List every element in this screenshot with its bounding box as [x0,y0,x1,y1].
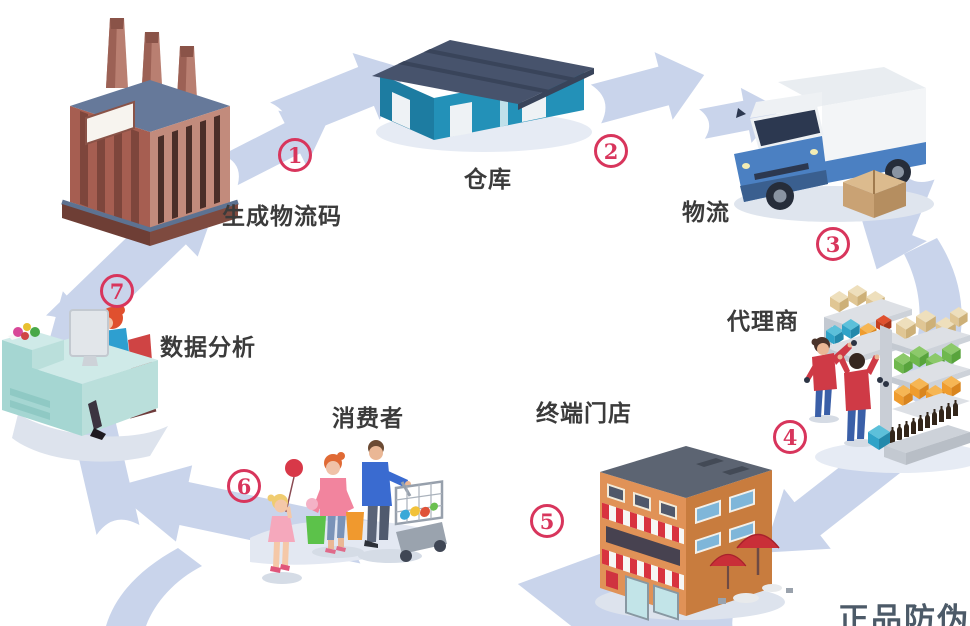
cycle-arrow-corner-band [106,548,202,626]
red-balloon [285,459,303,477]
desk-flowers [13,323,40,340]
step-badge-3: 3 [816,227,850,261]
step-label-consumer: 消费者 [332,405,404,431]
retail-shelves-icon [804,285,970,473]
step-badge-1: 1 [278,138,312,172]
step-badge-6: 6 [227,469,261,503]
step-badge-7: 7 [100,274,134,308]
orange-bag [346,512,364,540]
factory-sign [85,100,135,146]
step-label-warehouse: 仓库 [464,166,512,192]
shopper-girl [262,459,303,584]
step-badge-2: 2 [594,134,628,168]
step-number: 2 [603,138,619,164]
step-number: 4 [782,424,798,450]
storefront-icon [595,446,793,621]
step-number: 3 [825,231,841,257]
step-label-terminal-store: 终端门店 [536,400,632,426]
clerk-figure [837,353,890,450]
cycle-arrow-2-to-3a [590,52,705,124]
data-analysis-desk-icon [2,305,168,462]
green-bag [306,516,326,544]
pink-balloon [306,498,318,510]
shopping-cart-icon [394,480,447,562]
step-label-logistics: 物流 [682,199,730,225]
delivery-van-icon [734,67,934,222]
clerk-figure [804,337,857,423]
watermark-text: 正品防伪 [838,602,970,626]
step-badge-4: 4 [773,420,807,454]
step-badge-5: 5 [530,504,564,538]
step-number: 7 [109,278,125,304]
storefront-right-face [695,488,755,555]
shoppers-icon [250,440,447,584]
step-number: 6 [236,473,252,499]
cycle-arrow-1-to-2b [270,53,408,142]
warehouse-icon [372,40,594,152]
step-label-generate-code: 生成物流码 [222,203,342,229]
shopper-woman [306,452,364,558]
parcel-box [843,170,906,218]
factory-icon [61,18,239,246]
step-number: 5 [539,508,555,534]
storefront-left-face [602,483,684,621]
step-label-agent: 代理商 [727,308,799,334]
monitor [69,309,109,357]
step-label-data-analysis: 数据分析 [160,334,256,360]
step-number: 1 [287,142,303,168]
shopper-man [358,440,422,563]
